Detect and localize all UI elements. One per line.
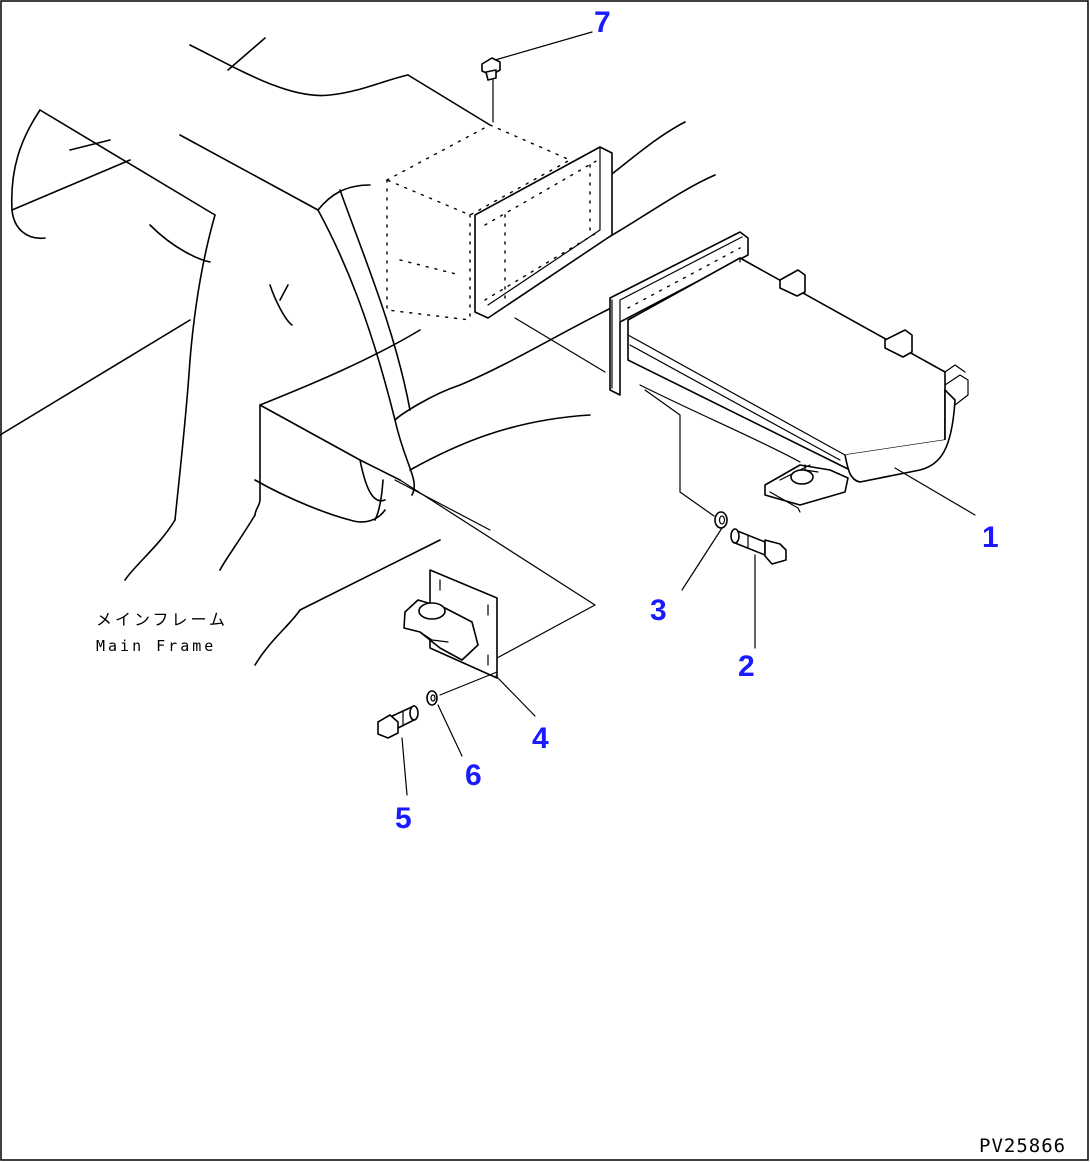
main-frame-label-jp: メインフレーム [96, 610, 228, 629]
mounting-plate-hidden [385, 124, 572, 321]
part-bracket [403, 569, 498, 679]
callout-5: 5 [395, 802, 412, 835]
part-plug-7 [481, 57, 501, 81]
part-washer-3 [714, 511, 728, 529]
callout-3: 3 [650, 594, 667, 627]
assembly-lines [399, 31, 976, 796]
callout-4: 4 [532, 722, 549, 755]
drawing-code: PV25866 [979, 1135, 1066, 1157]
mounting-plate [474, 146, 613, 319]
callout-2: 2 [738, 650, 755, 683]
callout-7: 7 [594, 6, 611, 39]
main-frame-label-en: Main Frame [96, 637, 216, 655]
part-bolt-5 [377, 705, 419, 739]
callout-1: 1 [982, 521, 999, 554]
part-washer-6 [426, 690, 438, 706]
callout-6: 6 [465, 759, 482, 792]
main-frame-outline [0, 37, 716, 666]
part-frame-assembly [609, 231, 969, 513]
part-bolt-2 [730, 528, 787, 565]
